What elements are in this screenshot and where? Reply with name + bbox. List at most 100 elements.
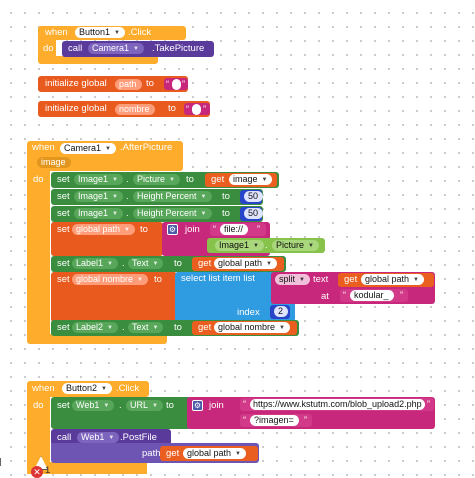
chevron-down-icon: ▼ bbox=[169, 177, 175, 183]
path-argument-label: path bbox=[142, 448, 161, 459]
global-declaration-path[interactable] bbox=[38, 76, 188, 92]
property-dropdown-text[interactable]: Text▼ bbox=[128, 258, 164, 269]
component-dropdown-button2[interactable]: Button2▼ bbox=[62, 383, 112, 394]
event-block-camera1-body bbox=[27, 165, 50, 338]
quote-open: “ bbox=[243, 415, 246, 425]
to-keyword: to bbox=[168, 103, 176, 114]
variable-dropdown-global-nombre[interactable]: global nombre▼ bbox=[214, 322, 290, 333]
variable-dropdown-global-path[interactable]: global path▼ bbox=[183, 448, 246, 459]
split-dropdown[interactable]: split▼ bbox=[275, 274, 310, 285]
chevron-down-icon: ▼ bbox=[279, 325, 285, 331]
do-keyword: do bbox=[33, 400, 44, 411]
text-value-file[interactable]: file:// bbox=[220, 224, 249, 235]
variable-dropdown-global-path[interactable]: global path▼ bbox=[214, 258, 277, 269]
component-dropdown-image1[interactable]: Image1▼ bbox=[74, 208, 123, 219]
event-name-after-picture: .AfterPicture bbox=[120, 142, 173, 153]
component-dropdown-label2[interactable]: Label2▼ bbox=[72, 322, 118, 333]
chevron-down-icon: ▼ bbox=[112, 194, 118, 200]
chevron-down-icon: ▼ bbox=[200, 194, 207, 200]
component-dropdown-image1[interactable]: Image1▼ bbox=[74, 191, 123, 202]
quote-open: “ bbox=[186, 104, 189, 114]
chevron-down-icon: ▼ bbox=[152, 325, 159, 331]
chevron-down-icon: ▼ bbox=[299, 277, 305, 283]
component-dropdown-web1[interactable]: Web1▼ bbox=[72, 400, 115, 411]
quote-open: “ bbox=[343, 290, 346, 300]
error-icon[interactable]: ✕ bbox=[31, 466, 43, 478]
error-count: 1 bbox=[45, 465, 51, 476]
number-value[interactable]: 50 bbox=[244, 191, 264, 202]
component-dropdown-label1[interactable]: Label1▼ bbox=[72, 258, 118, 269]
chevron-down-icon: ▼ bbox=[308, 243, 314, 249]
dot-separator: . bbox=[126, 208, 129, 219]
chevron-down-icon: ▼ bbox=[107, 261, 113, 267]
set-keyword: set bbox=[57, 400, 70, 411]
quote-open: “ bbox=[213, 224, 216, 234]
when-keyword: when bbox=[32, 142, 55, 153]
do-keyword: do bbox=[43, 43, 54, 54]
set-keyword: set bbox=[57, 274, 70, 285]
component-dropdown-web1[interactable]: Web1▼ bbox=[77, 432, 120, 443]
chevron-down-icon: ▼ bbox=[114, 30, 120, 36]
quote-close: ” bbox=[427, 399, 430, 409]
gear-icon[interactable]: ⚙ bbox=[167, 224, 178, 235]
quote-open: “ bbox=[243, 399, 246, 409]
text-value-imagen[interactable]: ?imagen= bbox=[250, 415, 299, 426]
to-keyword: to bbox=[186, 174, 194, 185]
to-keyword: to bbox=[174, 258, 182, 269]
gear-icon[interactable]: ⚙ bbox=[192, 400, 203, 411]
variable-dropdown-global-nombre[interactable]: global nombre▼ bbox=[72, 274, 148, 285]
when-keyword: when bbox=[45, 27, 68, 38]
quote-close: ” bbox=[203, 104, 206, 114]
variable-dropdown-global-path[interactable]: global path▼ bbox=[361, 274, 424, 285]
property-dropdown-text[interactable]: Text▼ bbox=[128, 322, 164, 333]
variable-dropdown-image[interactable]: image▼ bbox=[229, 174, 273, 185]
chevron-down-icon: ▼ bbox=[107, 325, 113, 331]
chevron-down-icon: ▼ bbox=[124, 227, 130, 233]
text-value-empty[interactable] bbox=[192, 104, 201, 115]
text-value-kodular[interactable]: kodular_ bbox=[350, 290, 394, 301]
property-dropdown-height-percent[interactable]: Height Percent▼ bbox=[133, 208, 212, 219]
property-dropdown-height-percent[interactable]: Height Percent▼ bbox=[133, 191, 212, 202]
chevron-down-icon: ▼ bbox=[266, 261, 272, 267]
event-block-button2-body bbox=[27, 395, 50, 465]
to-keyword: to bbox=[146, 78, 154, 89]
event-block-button2-bottom bbox=[27, 462, 147, 474]
global-name-nombre[interactable]: nombre bbox=[115, 104, 155, 115]
quote-close: ” bbox=[304, 415, 307, 425]
get-keyword: get bbox=[344, 274, 358, 285]
set-keyword: set bbox=[57, 174, 70, 185]
quote-open: “ bbox=[166, 79, 169, 89]
component-dropdown-camera1[interactable]: Camera1▼ bbox=[60, 143, 116, 154]
variable-dropdown-global-path[interactable]: global path▼ bbox=[72, 224, 135, 235]
call-keyword: call bbox=[68, 43, 83, 54]
property-dropdown-picture[interactable]: Picture▼ bbox=[133, 174, 180, 185]
component-dropdown-image1[interactable]: Image1▼ bbox=[74, 174, 123, 185]
property-dropdown-picture[interactable]: Picture▼ bbox=[272, 240, 319, 251]
join-keyword: join bbox=[209, 400, 224, 411]
number-value[interactable]: 50 bbox=[244, 208, 264, 219]
component-dropdown-camera1[interactable]: Camera1▼ bbox=[88, 43, 144, 54]
method-name-post-file: .PostFile bbox=[120, 432, 157, 443]
chevron-down-icon: ▼ bbox=[413, 277, 419, 283]
text-value-url[interactable]: https://www.kstutm.com/blob_upload2.php bbox=[250, 399, 425, 410]
dot-separator: . bbox=[126, 191, 129, 202]
index-label: index bbox=[237, 307, 260, 318]
workspace-tick-mark bbox=[0, 458, 1, 466]
component-dropdown-image1[interactable]: Image1▼ bbox=[215, 240, 264, 251]
text-value-empty[interactable] bbox=[172, 79, 181, 90]
set-keyword: set bbox=[57, 208, 70, 219]
call-keyword: call bbox=[57, 432, 72, 443]
event-name-click: .Click bbox=[116, 383, 140, 394]
chevron-down-icon: ▼ bbox=[112, 177, 118, 183]
component-dropdown-button1[interactable]: Button1▼ bbox=[75, 27, 125, 38]
select-list-item-label: select list item list bbox=[181, 273, 255, 284]
chevron-down-icon: ▼ bbox=[133, 46, 139, 52]
number-value-index[interactable]: 2 bbox=[274, 306, 289, 317]
get-keyword: get bbox=[211, 174, 225, 185]
event-parameter-image[interactable]: image bbox=[37, 157, 71, 168]
chevron-down-icon: ▼ bbox=[152, 403, 158, 409]
property-dropdown-url[interactable]: URL▼ bbox=[126, 400, 163, 411]
quote-close: ” bbox=[257, 224, 260, 234]
global-name-path[interactable]: path bbox=[115, 79, 142, 90]
quote-close: ” bbox=[400, 290, 403, 300]
